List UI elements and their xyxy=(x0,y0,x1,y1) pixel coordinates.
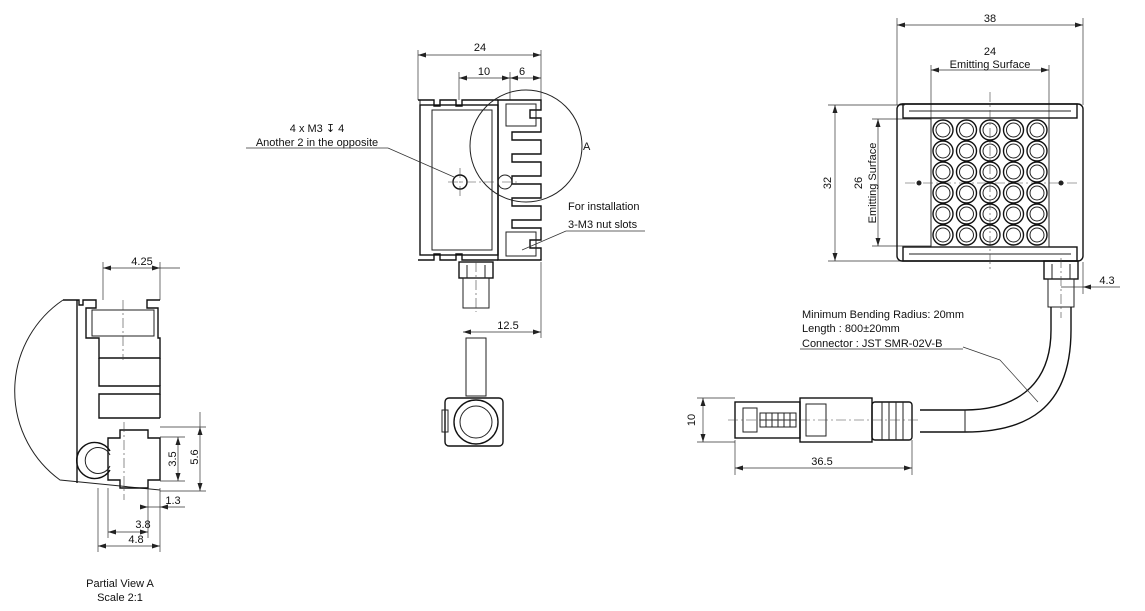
led-lens xyxy=(1029,164,1045,180)
led xyxy=(955,224,978,246)
led xyxy=(1002,224,1025,246)
led-lens xyxy=(1029,122,1045,138)
side-dim-10: 10 xyxy=(478,66,490,78)
install-note-line2: 3-M3 nut slots xyxy=(568,219,638,231)
led-lens xyxy=(935,164,951,180)
led-lens xyxy=(982,122,998,138)
partial-view-title: Partial View A xyxy=(86,578,154,590)
led xyxy=(1026,161,1048,183)
led-lens xyxy=(1029,227,1045,243)
front-dim-4-3: 4.3 xyxy=(1099,275,1114,287)
led xyxy=(955,203,978,225)
hole-note-line2: Another 2 in the opposite xyxy=(256,137,378,149)
pv-dim-1-3: 1.3 xyxy=(165,495,180,507)
pv-dim-3-5: 3.5 xyxy=(167,451,179,466)
led xyxy=(979,119,1001,141)
front-dim-32: 32 xyxy=(822,177,834,189)
led xyxy=(932,119,954,141)
led xyxy=(955,182,978,204)
emitting-surface-top: Emitting Surface xyxy=(950,59,1031,71)
led-lens xyxy=(959,164,974,180)
pv-dim-4-25: 4.25 xyxy=(131,256,152,268)
side-dim-6: 6 xyxy=(519,66,525,78)
pv-dim-4-8: 4.8 xyxy=(128,534,143,546)
led xyxy=(955,161,978,183)
led xyxy=(932,224,954,246)
side-view: 24 10 6 A 4 x M3 ↧ 4 Another 2 in the o xyxy=(246,42,645,447)
led-lens xyxy=(1006,143,1021,159)
led xyxy=(1026,224,1048,246)
led-lens xyxy=(1006,164,1021,180)
led xyxy=(1026,203,1048,225)
led-lens xyxy=(1029,185,1045,201)
led xyxy=(979,161,1001,183)
led-lens xyxy=(959,185,974,201)
led-lens xyxy=(959,206,974,222)
led-lens xyxy=(1029,206,1045,222)
led xyxy=(979,182,1001,204)
led-lens xyxy=(982,164,998,180)
emitting-surface-side: Emitting Surface xyxy=(867,143,879,224)
led xyxy=(932,161,954,183)
connector-dim-10: 10 xyxy=(686,414,698,426)
led-lens xyxy=(982,185,998,201)
led-lens xyxy=(935,206,951,222)
led xyxy=(1026,119,1048,141)
led xyxy=(1002,161,1025,183)
led-lens xyxy=(935,143,951,159)
led xyxy=(1002,140,1025,162)
led-lens xyxy=(1006,206,1021,222)
led-lens xyxy=(935,122,951,138)
detail-ref-a: A xyxy=(583,141,591,153)
led xyxy=(1026,182,1048,204)
connector-dim-36-5: 36.5 xyxy=(811,456,832,468)
led-lens xyxy=(1029,143,1045,159)
install-note-line1: For installation xyxy=(568,201,640,213)
led xyxy=(932,203,954,225)
pv-dim-5-6: 5.6 xyxy=(189,449,201,464)
led xyxy=(932,140,954,162)
led xyxy=(1002,182,1025,204)
led-lens xyxy=(935,185,951,201)
front-dim-24: 24 xyxy=(984,46,996,58)
cable-length-note: Length : 800±20mm xyxy=(802,323,900,335)
hole-note-line1: 4 x M3 ↧ 4 xyxy=(290,123,344,135)
led-lens xyxy=(959,143,974,159)
led xyxy=(979,224,1001,246)
led xyxy=(932,182,954,204)
led-array xyxy=(932,119,1048,246)
led xyxy=(1002,203,1025,225)
led xyxy=(979,140,1001,162)
led-lens xyxy=(982,206,998,222)
led xyxy=(979,203,1001,225)
led xyxy=(1026,140,1048,162)
led-lens xyxy=(1006,185,1021,201)
front-view: 38 24 Emitting Surface 32 26 Emitting Su… xyxy=(822,13,1120,318)
led-lens xyxy=(959,227,974,243)
connector-note: Connector : JST SMR-02V-B xyxy=(802,338,942,350)
bending-radius-note: Minimum Bending Radius: 20mm xyxy=(802,309,964,321)
led xyxy=(955,140,978,162)
front-dim-26: 26 xyxy=(853,177,865,189)
led xyxy=(955,119,978,141)
cable-assembly: Minimum Bending Radius: 20mm Length : 80… xyxy=(686,307,1072,475)
led-lens xyxy=(982,227,998,243)
led-lens xyxy=(935,227,951,243)
partial-view-a: 4.25 3.5 5.6 1.3 xyxy=(14,256,206,604)
led-lens xyxy=(982,143,998,159)
side-dim-12-5: 12.5 xyxy=(497,320,518,332)
led-lens xyxy=(959,122,974,138)
partial-view-scale: Scale 2:1 xyxy=(97,592,143,604)
led xyxy=(1002,119,1025,141)
front-dim-38: 38 xyxy=(984,13,996,25)
led-lens xyxy=(1006,122,1021,138)
pv-dim-3-8: 3.8 xyxy=(135,519,150,531)
led-lens xyxy=(1006,227,1021,243)
side-dim-width: 24 xyxy=(474,42,486,54)
